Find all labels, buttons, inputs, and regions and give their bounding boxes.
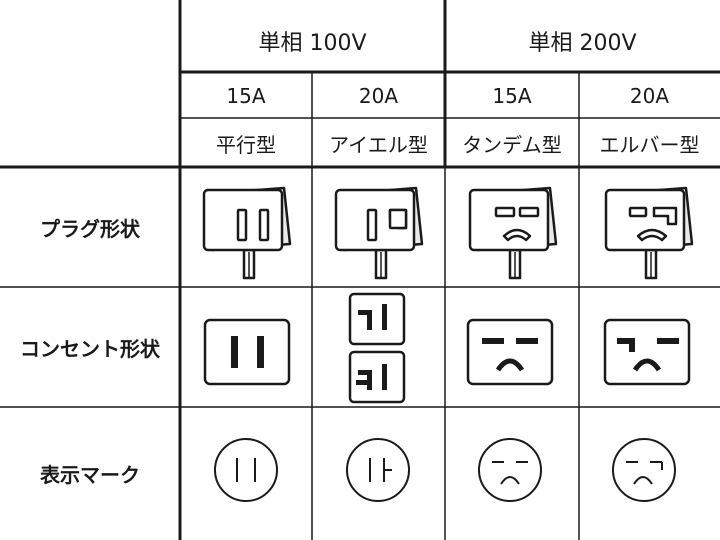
plug-parallel-icon bbox=[202, 186, 292, 280]
row-label-display-mark: 表示マーク bbox=[40, 463, 140, 487]
outlet-parallel-icon bbox=[203, 318, 291, 386]
mark-parallel-icon bbox=[214, 438, 278, 502]
header-amp-100v-20a: 20A bbox=[358, 84, 399, 108]
header-shape-tandem: タンデム型 bbox=[462, 132, 562, 157]
row-label-outlet-shape: コンセント形状 bbox=[20, 336, 160, 361]
header-amp-100v-15a: 15A bbox=[226, 84, 266, 108]
header-single-phase-100v: 単相 100V bbox=[258, 31, 367, 56]
plug-i-l-icon bbox=[334, 186, 424, 280]
plug-l-bar-icon bbox=[604, 186, 694, 280]
header-shape-l-bar: エルバー型 bbox=[599, 132, 700, 157]
row-label-plug-shape: プラグ形状 bbox=[40, 216, 140, 241]
header-amp-200v-15a: 15A bbox=[492, 84, 532, 108]
outlet-l-bar-icon bbox=[603, 318, 691, 386]
mark-i-l-icon bbox=[346, 438, 410, 502]
header-shape-i-l: アイエル型 bbox=[329, 132, 428, 157]
mark-l-bar-icon bbox=[612, 438, 676, 502]
header-single-phase-200v: 単相 200V bbox=[528, 31, 637, 56]
mark-tandem-icon bbox=[478, 438, 542, 502]
header-shape-parallel: 平行型 bbox=[216, 132, 276, 157]
header-amp-200v-20a: 20A bbox=[629, 84, 670, 108]
outlet-i-l-icon bbox=[348, 292, 406, 404]
outlet-tandem-icon bbox=[466, 318, 554, 386]
plug-tandem-icon bbox=[468, 186, 558, 280]
